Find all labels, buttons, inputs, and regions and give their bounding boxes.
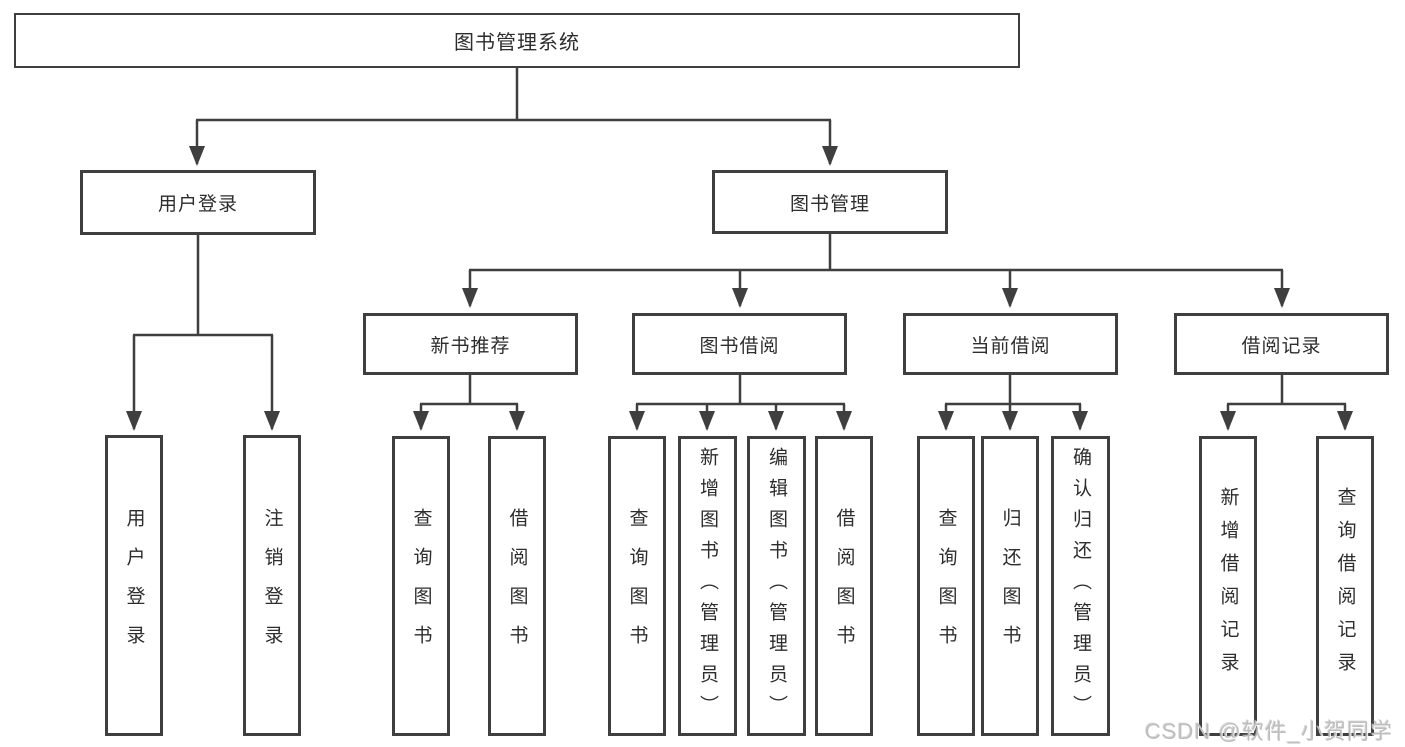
node-label: 用户登录 (157, 194, 238, 215)
csdn-watermark: CSDN @软件_小贺同学 (1144, 719, 1393, 744)
node-label: 编辑图书（管理员） (766, 446, 787, 726)
node-library-management-system: 图书管理系统 (14, 13, 1020, 68)
node-label: 当前借阅 (970, 335, 1051, 357)
node-label: 图书借阅 (699, 335, 780, 357)
node-label: 借阅图书 (833, 508, 855, 664)
node-new-book-recommend: 新书推荐 (363, 313, 578, 375)
node-label: 图书管理 (789, 193, 870, 215)
node-user-login: 用户登录 (80, 170, 316, 235)
node-current-borrow: 当前借阅 (903, 313, 1118, 375)
node-book-borrow: 图书借阅 (632, 313, 847, 375)
node-label: 借阅图书 (506, 508, 528, 664)
node-confirm-return-admin: 确认归还（管理员） (1051, 436, 1110, 736)
node-user-login-leaf: 用户登录 (105, 435, 163, 736)
node-query-books-3: 查询图书 (917, 436, 975, 736)
node-label: 用户登录 (123, 507, 145, 664)
node-query-books-2: 查询图书 (608, 436, 666, 736)
node-label: 注销登录 (261, 507, 283, 664)
node-borrow-books-1: 借阅图书 (488, 436, 546, 736)
node-borrow-records: 借阅记录 (1174, 313, 1389, 375)
node-label: 图书管理系统 (454, 32, 580, 54)
node-edit-book-admin: 编辑图书（管理员） (747, 436, 806, 736)
node-logout-leaf: 注销登录 (243, 435, 301, 736)
node-label: 新书推荐 (430, 335, 511, 357)
node-label: 新增借阅记录 (1217, 487, 1239, 685)
node-label: 查询图书 (935, 508, 957, 664)
node-label: 查询图书 (626, 508, 648, 664)
connector-rails (133, 68, 1346, 406)
node-label: 新增图书（管理员） (697, 446, 718, 726)
node-return-book: 归还图书 (981, 436, 1039, 736)
node-query-borrow-record: 查询借阅记录 (1316, 436, 1374, 736)
node-label: 借阅记录 (1241, 335, 1322, 357)
node-add-book-admin: 新增图书（管理员） (678, 436, 737, 736)
node-label: 确认归还（管理员） (1070, 446, 1091, 726)
node-book-management: 图书管理 (712, 170, 948, 234)
node-query-books-1: 查询图书 (392, 436, 450, 736)
node-borrow-books-2: 借阅图书 (815, 436, 873, 736)
node-label: 归还图书 (999, 508, 1021, 664)
node-label: 查询图书 (410, 508, 432, 664)
node-add-borrow-record: 新增借阅记录 (1199, 436, 1257, 736)
node-label: 查询借阅记录 (1334, 487, 1356, 685)
